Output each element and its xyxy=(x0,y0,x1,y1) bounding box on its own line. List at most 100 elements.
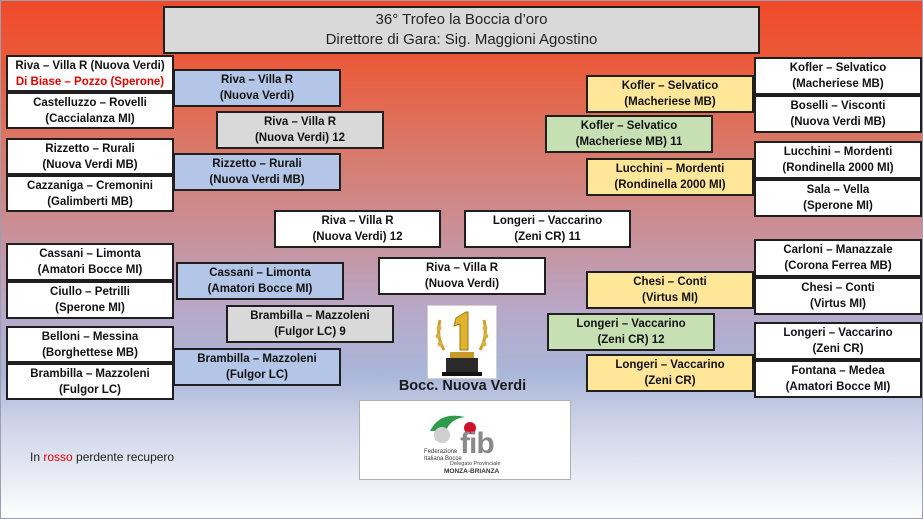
tournament-title: 36° Trofeo la Boccia d’oro xyxy=(375,11,548,28)
right-r2-match-4: Longeri – Vaccarino (Zeni CR) xyxy=(586,354,754,392)
team-name: Cassani – Limonta xyxy=(209,267,311,279)
team-name: Cazzaniga – Cremonini xyxy=(27,179,153,192)
team-club: (Nuova Verdi MB) xyxy=(790,116,886,128)
team-name: Riva – Villa R xyxy=(321,215,394,227)
final-match: Riva – Villa R (Nuova Verdi) xyxy=(378,257,546,295)
title-banner: 36° Trofeo la Boccia d’oro Direttore di … xyxy=(163,6,760,54)
right-r1-match-4: Sala – Vella (Sperone MI) xyxy=(754,179,922,217)
fib-area: MONZA-BRIANZA xyxy=(444,468,500,475)
team-club: (Virtus MI) xyxy=(641,292,698,304)
semifinal-left: Riva – Villa R (Nuova Verdi) 12 xyxy=(274,210,441,248)
team-club: (Nuova Verdi MB) xyxy=(42,158,138,171)
team-club: (Zeni CR) xyxy=(812,343,864,355)
right-r1-match-2: Boselli – Visconti (Nuova Verdi MB) xyxy=(754,95,922,133)
team-name: Lucchini – Mordenti xyxy=(615,163,725,175)
left-r1-match-8: Brambilla – Mazzoleni (Fulgor LC) xyxy=(6,363,174,400)
team-name: Riva – Villa R (Nuova Verdi) xyxy=(15,59,165,72)
team-name: Chesi – Conti xyxy=(801,282,875,294)
right-r1-match-3: Lucchini – Mordenti (Rondinella 2000 MI) xyxy=(754,141,922,179)
fib-org-line1: Federazione xyxy=(424,449,458,455)
team-club-score: (Nuova Verdi) 12 xyxy=(254,132,346,144)
left-r1-match-7: Belloni – Messina (Borghettese MB) xyxy=(6,326,174,363)
team-name: Belloni – Messina xyxy=(41,330,139,343)
fib-committee: Delegato Provinciale xyxy=(450,461,501,467)
left-r2-match-3: Cassani – Limonta (Amatori Bocce MI) xyxy=(176,262,344,300)
team-name: Brambilla – Mazzoleni xyxy=(197,353,317,365)
left-r1-match-5: Cassani – Limonta (Amatori Bocce MI) xyxy=(6,243,174,281)
team-name: Ciullo – Petrilli xyxy=(50,286,130,298)
legend: In rosso perdente recupero xyxy=(30,450,174,464)
right-r3-match-1: Kofler – Selvatico (Macheriese MB) 11 xyxy=(545,115,713,153)
team-name: Riva – Villa R xyxy=(263,116,337,128)
team-club: (Virtus MI) xyxy=(809,298,866,310)
trophy-icon xyxy=(435,311,489,376)
team-club: (Corona Ferrea MB) xyxy=(784,260,892,272)
team-club: (Nuova Verdi) xyxy=(424,278,500,290)
team-name: Riva – Villa R xyxy=(425,262,499,274)
team-name: Brambilla – Mazzoleni xyxy=(30,367,150,380)
team-name: Kofler – Selvatico xyxy=(580,120,678,132)
team-club: (Caccialanza MI) xyxy=(45,112,135,125)
team-club: (Zeni CR) xyxy=(644,375,696,387)
team-name: Castelluzzo – Rovelli xyxy=(33,96,147,109)
team-name: Carloni – Manazzale xyxy=(783,244,893,256)
fib-logo-icon xyxy=(430,415,476,443)
team-name: Cassani – Limonta xyxy=(39,248,141,260)
tournament-winner: Bocc. Nuova Verdi xyxy=(398,378,527,394)
team-club: (Nuova Verdi MB) xyxy=(209,174,305,186)
recovery-loser: Di Biase – Pozzo (Sperone) xyxy=(15,75,165,88)
right-r1-match-5: Carloni – Manazzale (Corona Ferrea MB) xyxy=(754,239,922,277)
left-r2-match-4: Brambilla – Mazzoleni (Fulgor LC) xyxy=(173,348,341,386)
team-club: (Nuova Verdi) xyxy=(219,90,295,102)
team-club-score: (Macheriese MB) 11 xyxy=(575,136,683,148)
team-club: (Galimberti MB) xyxy=(47,195,133,208)
right-r1-match-6: Chesi – Conti (Virtus MI) xyxy=(754,277,922,315)
team-club: (Sperone MI) xyxy=(803,200,873,212)
right-r1-match-7: Longeri – Vaccarino (Zeni CR) xyxy=(754,322,922,360)
team-name: Rizzetto – Rurali xyxy=(212,158,302,170)
right-r1-match-8: Fontana – Medea (Amatori Bocce MI) xyxy=(754,360,922,398)
legend-highlight: rosso xyxy=(43,450,73,464)
right-r2-match-1: Kofler – Selvatico (Macheriese MB) xyxy=(586,75,754,113)
team-name: Kofler – Selvatico xyxy=(621,80,719,92)
team-name: Fontana – Medea xyxy=(791,365,885,377)
team-club: (Fulgor LC) xyxy=(59,383,121,396)
fib-logo: fib Federazione Italiana Bocce Delegato … xyxy=(359,400,571,480)
legend-suffix: perdente recupero xyxy=(72,450,175,464)
team-club: (Sperone MI) xyxy=(55,302,125,314)
team-club-score: (Zeni CR) 12 xyxy=(597,334,665,346)
team-name: Lucchini – Mordenti xyxy=(783,146,893,158)
left-r2-match-1: Riva – Villa R (Nuova Verdi) xyxy=(173,69,341,107)
team-name: Kofler – Selvatico xyxy=(789,62,887,74)
team-club: (Borghettese MB) xyxy=(42,346,138,359)
right-r1-match-1: Kofler – Selvatico (Macheriese MB) xyxy=(754,57,922,95)
right-r2-match-3: Chesi – Conti (Virtus MI) xyxy=(586,271,754,309)
team-club: (Amatori Bocce MI) xyxy=(207,283,313,295)
team-club-score: (Zeni CR) 11 xyxy=(514,231,581,243)
team-club: (Macheriese MB) xyxy=(792,78,884,90)
fib-org-line2: Italiana Bocce xyxy=(424,456,462,462)
team-club-score: (Nuova Verdi) 12 xyxy=(312,231,403,243)
team-name: Longeri – Vaccarino xyxy=(783,327,893,339)
team-name: Brambilla – Mazzoleni xyxy=(250,310,370,322)
team-name: Chesi – Conti xyxy=(633,276,707,288)
team-club: (Amatori Bocce MI) xyxy=(785,381,891,393)
left-r1-match-1: Riva – Villa R (Nuova Verdi) Di Biase – … xyxy=(6,55,174,92)
left-r1-match-4: Cazzaniga – Cremonini (Galimberti MB) xyxy=(6,175,174,212)
team-club: (Rondinella 2000 MI) xyxy=(782,162,894,174)
left-r2-match-2: Rizzetto – Rurali (Nuova Verdi MB) xyxy=(173,153,341,191)
team-name: Sala – Vella xyxy=(806,184,870,196)
left-r1-match-6: Ciullo – Petrilli (Sperone MI) xyxy=(6,281,174,319)
left-r3-match-2: Brambilla – Mazzoleni (Fulgor LC) 9 xyxy=(226,305,394,343)
team-club: (Fulgor LC) xyxy=(226,369,288,381)
team-club: (Rondinella 2000 MI) xyxy=(614,179,726,191)
left-r3-match-1: Riva – Villa R (Nuova Verdi) 12 xyxy=(216,111,384,149)
race-director: Direttore di Gara: Sig. Maggioni Agostin… xyxy=(325,31,598,48)
team-club: (Amatori Bocce MI) xyxy=(37,264,143,276)
team-name: Longeri – Vaccarino xyxy=(576,318,686,330)
team-name: Longeri – Vaccarino xyxy=(492,215,603,227)
team-name: Longeri – Vaccarino xyxy=(615,359,725,371)
legend-prefix: In xyxy=(30,450,44,464)
fib-brand: fib xyxy=(460,427,495,460)
team-name: Rizzetto – Rurali xyxy=(45,142,135,155)
